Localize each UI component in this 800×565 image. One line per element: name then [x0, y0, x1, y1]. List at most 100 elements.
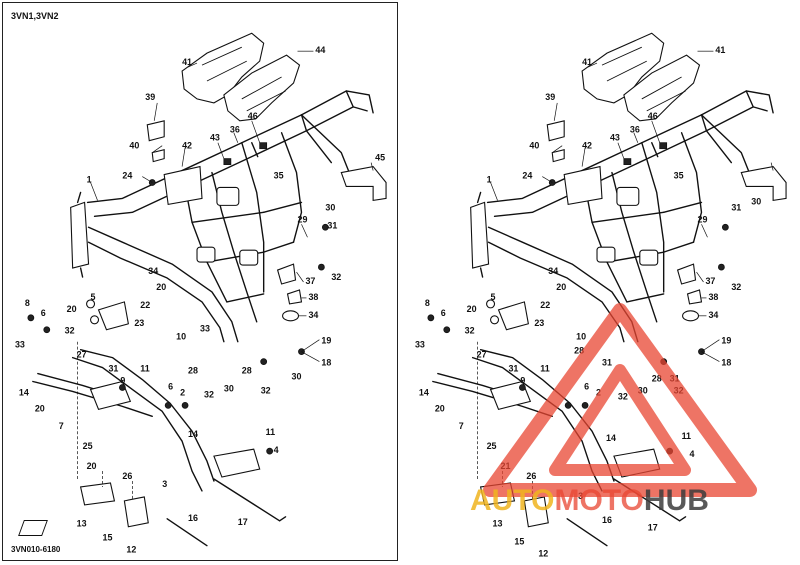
svg-text:31: 31: [731, 202, 741, 212]
svg-text:10: 10: [576, 332, 586, 342]
svg-text:43: 43: [210, 133, 220, 143]
svg-text:31: 31: [602, 358, 612, 368]
svg-text:4: 4: [274, 445, 279, 455]
svg-text:11: 11: [266, 427, 275, 437]
svg-text:14: 14: [419, 387, 429, 397]
watermark-triangle-icon: [483, 303, 757, 497]
svg-text:34: 34: [548, 266, 558, 276]
svg-text:7: 7: [459, 421, 464, 431]
svg-text:39: 39: [145, 92, 155, 102]
svg-text:42: 42: [582, 141, 592, 151]
svg-text:44: 44: [315, 45, 325, 55]
watermark-part-moto: MOTO: [554, 484, 644, 517]
svg-text:34: 34: [308, 310, 318, 320]
diagram-panel-left: 3VN1,3VN2: [2, 2, 398, 561]
svg-text:32: 32: [261, 385, 271, 395]
watermark-part-hub: HUB: [643, 484, 709, 517]
svg-text:6: 6: [168, 381, 173, 391]
svg-text:45: 45: [375, 153, 385, 163]
svg-text:11: 11: [682, 431, 691, 441]
svg-text:26: 26: [526, 471, 536, 481]
svg-text:15: 15: [102, 533, 112, 543]
svg-text:32: 32: [618, 391, 628, 401]
watermark-part-auto: AUTO: [470, 484, 555, 517]
svg-text:29: 29: [298, 214, 308, 224]
svg-text:35: 35: [674, 171, 684, 181]
svg-text:30: 30: [638, 385, 648, 395]
svg-text:20: 20: [435, 403, 445, 413]
svg-text:19: 19: [321, 336, 331, 346]
frame-exploded-view-right: 41 41 39 40 42 43 36 46 24 1 35 29 31 30…: [415, 32, 787, 559]
svg-text:32: 32: [331, 272, 341, 282]
svg-text:1: 1: [87, 175, 92, 185]
svg-text:2: 2: [180, 387, 185, 397]
svg-text:19: 19: [721, 336, 731, 346]
svg-text:37: 37: [705, 276, 715, 286]
svg-text:15: 15: [514, 537, 524, 547]
svg-text:17: 17: [648, 523, 658, 533]
svg-text:46: 46: [648, 111, 658, 121]
svg-text:5: 5: [91, 292, 96, 302]
svg-text:20: 20: [467, 304, 477, 314]
svg-text:20: 20: [87, 461, 97, 471]
svg-text:6: 6: [584, 381, 589, 391]
svg-text:33: 33: [15, 340, 25, 350]
svg-text:27: 27: [77, 350, 87, 360]
svg-text:43: 43: [610, 133, 620, 143]
svg-text:12: 12: [538, 549, 548, 559]
svg-text:40: 40: [529, 141, 539, 151]
svg-text:11: 11: [140, 364, 149, 374]
svg-text:31: 31: [508, 364, 518, 374]
svg-text:6: 6: [441, 308, 446, 318]
drawing-code: 3VN010-6180: [11, 545, 61, 554]
svg-text:23: 23: [534, 318, 544, 328]
svg-text:41: 41: [582, 57, 592, 67]
svg-text:41: 41: [715, 45, 725, 55]
svg-text:18: 18: [321, 358, 331, 368]
svg-text:35: 35: [274, 171, 284, 181]
svg-text:40: 40: [129, 141, 139, 151]
svg-text:39: 39: [545, 92, 555, 102]
model-label: 3VN1,3VN2: [11, 11, 59, 21]
svg-text:12: 12: [126, 545, 136, 555]
svg-text:20: 20: [67, 304, 77, 314]
svg-text:32: 32: [731, 282, 741, 292]
svg-text:14: 14: [19, 387, 29, 397]
svg-text:18: 18: [721, 358, 731, 368]
svg-text:32: 32: [204, 389, 214, 399]
svg-text:24: 24: [122, 171, 132, 181]
svg-text:13: 13: [493, 519, 503, 529]
svg-text:37: 37: [305, 276, 315, 286]
svg-text:8: 8: [25, 298, 30, 308]
svg-text:28: 28: [574, 346, 584, 356]
svg-text:5: 5: [491, 292, 496, 302]
frame-exploded-view-left: 41 44 39 40 42 43 36 46 24 1 45 35 29 30…: [15, 32, 387, 555]
svg-text:42: 42: [182, 141, 192, 151]
svg-text:34: 34: [148, 266, 158, 276]
svg-text:28: 28: [188, 366, 198, 376]
watermark-logo: AUTOMOTOHUB: [470, 484, 709, 518]
svg-text:32: 32: [65, 326, 75, 336]
svg-text:38: 38: [708, 292, 718, 302]
svg-text:10: 10: [176, 332, 186, 342]
svg-text:31: 31: [327, 220, 337, 230]
svg-text:30: 30: [224, 383, 234, 393]
svg-text:34: 34: [708, 310, 718, 320]
svg-text:31: 31: [108, 364, 118, 374]
svg-text:22: 22: [140, 300, 150, 310]
svg-text:3: 3: [162, 479, 167, 489]
svg-text:38: 38: [308, 292, 318, 302]
svg-text:30: 30: [751, 196, 761, 206]
svg-text:25: 25: [487, 441, 497, 451]
svg-text:7: 7: [59, 421, 64, 431]
svg-text:26: 26: [122, 471, 132, 481]
svg-text:13: 13: [77, 519, 87, 529]
svg-text:4: 4: [690, 449, 695, 459]
svg-text:33: 33: [200, 324, 210, 334]
svg-text:16: 16: [602, 515, 612, 525]
svg-text:8: 8: [425, 298, 430, 308]
svg-text:11: 11: [540, 364, 549, 374]
svg-text:9: 9: [120, 375, 125, 385]
svg-text:25: 25: [83, 441, 93, 451]
svg-text:36: 36: [230, 125, 240, 135]
